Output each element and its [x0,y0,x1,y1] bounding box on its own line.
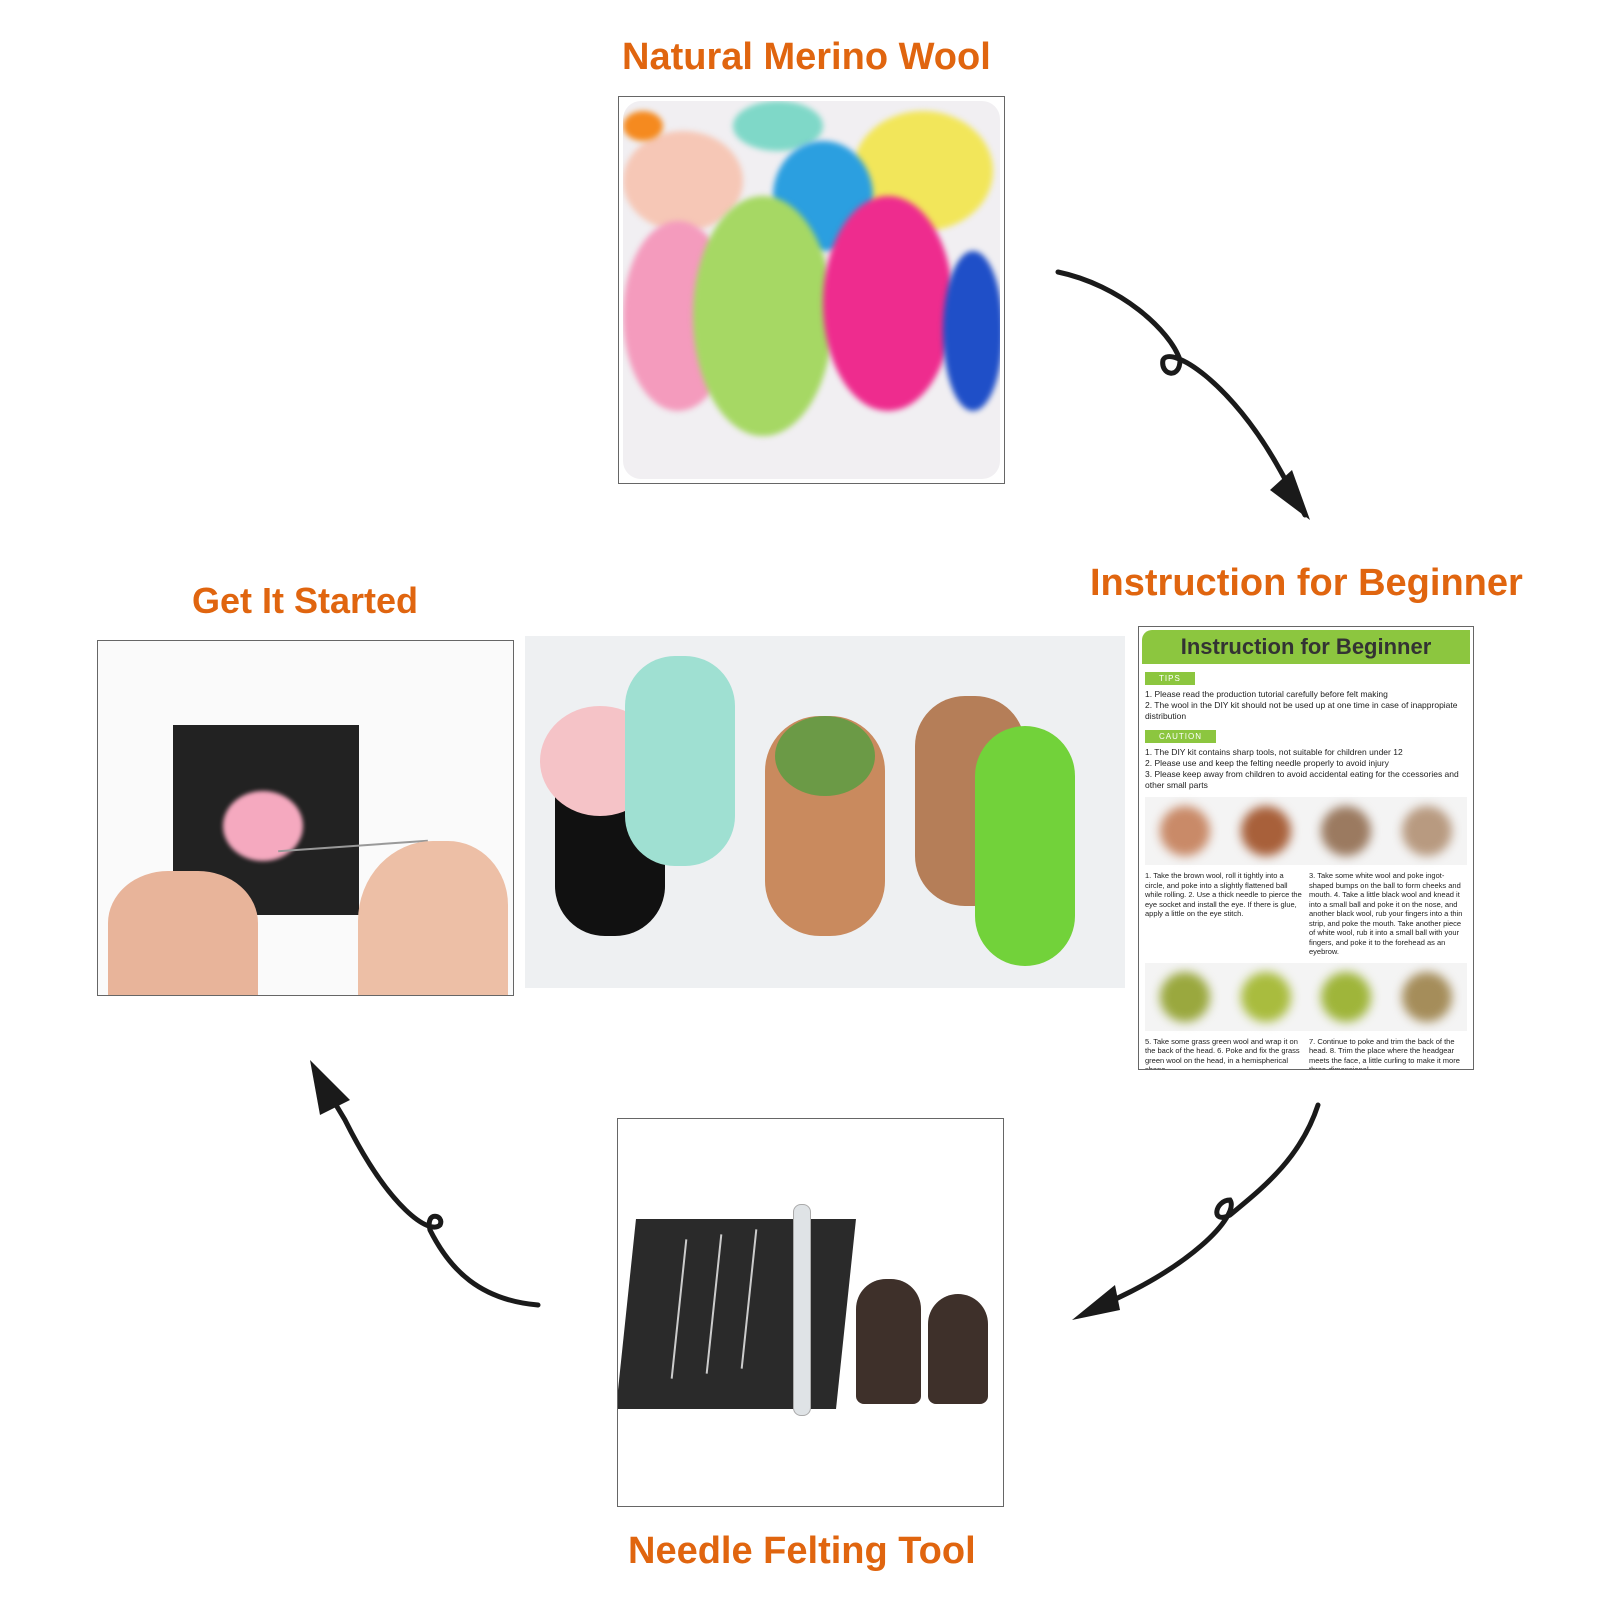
tip-2: 2. The wool in the DIY kit should not be… [1145,700,1458,721]
wool-photo [618,96,1005,484]
steps-7-8: 7. Continue to poke and trim the back of… [1309,1036,1460,1070]
needle-tool-photo [617,1118,1004,1507]
arrow-top-right-icon [1055,269,1308,518]
caution-label: CAUTION [1145,730,1216,743]
steps-5-6: 5. Take some grass green wool and wrap i… [1145,1036,1300,1070]
arrowhead-left-icon [1072,1285,1120,1320]
card-heading: Instruction for Beginner [1142,630,1470,664]
get-started-photo [97,640,514,996]
caution-2: 2. Please use and keep the felting needl… [1145,758,1389,768]
title-get-started: Get It Started [192,580,419,621]
felt-figures-photo [525,636,1125,988]
arrow-bottom-left-icon [312,1067,541,1308]
steps-1-2: 1. Take the brown wool, roll it tightly … [1145,871,1302,918]
title-needle-tool: Needle Felting Tool [628,1530,976,1572]
arrow-bottom-right-icon [1087,1102,1321,1313]
tips-label: TIPS [1145,672,1195,685]
arrowhead-down-icon [1270,470,1310,520]
steps-images-b [1145,962,1467,1031]
steps-3-4: 3. Take some white wool and poke ingot-s… [1309,871,1463,956]
caution-1: 1. The DIY kit contains sharp tools, not… [1145,747,1403,757]
title-instruction: Instruction for Beginner [1090,562,1523,604]
steps-images-a [1145,797,1467,865]
tip-1: 1. Please read the production tutorial c… [1145,689,1388,699]
caution-3: 3. Please keep away from children to avo… [1145,769,1459,790]
title-merino-wool: Natural Merino Wool [622,36,991,78]
arrowhead-up-icon [310,1060,350,1115]
instruction-card: Instruction for Beginner TIPS 1. Please … [1138,626,1474,1070]
